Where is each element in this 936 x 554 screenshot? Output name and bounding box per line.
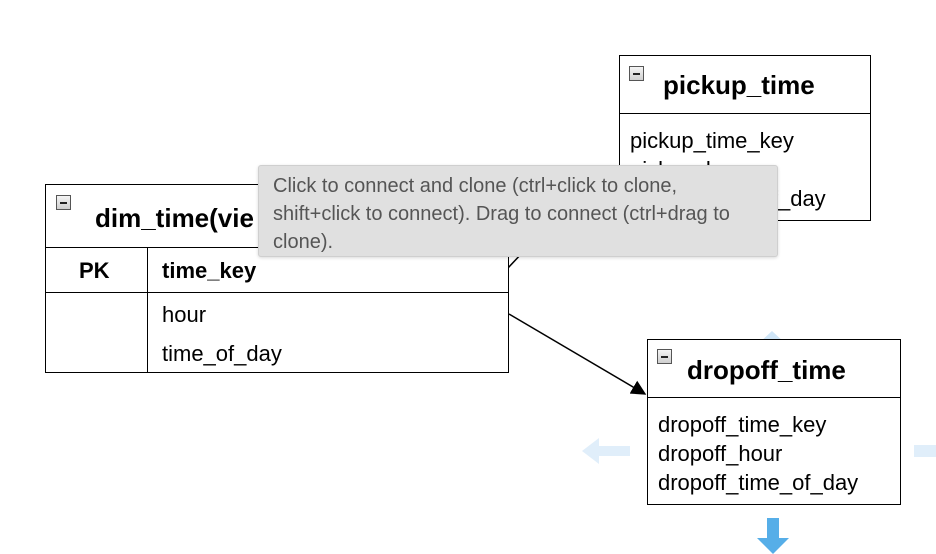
minus-square-icon[interactable]: [657, 349, 672, 364]
field-dropoff-hour: dropoff_hour: [658, 441, 783, 466]
connector-dim-to-dropoff[interactable]: [508, 313, 647, 395]
tooltip: Click to connect and clone (ctrl+click t…: [258, 165, 778, 257]
field-dropoff-time-of-day: dropoff_time_of_day: [658, 470, 859, 495]
arrow-down-icon[interactable]: [757, 518, 789, 554]
divider: [620, 113, 870, 114]
arrow-right-icon[interactable]: [914, 445, 936, 457]
minus-square-icon[interactable]: [56, 195, 71, 210]
entity-title: pickup_time: [663, 70, 815, 100]
field-time-of-day: time_of_day: [162, 341, 282, 366]
entity-dropoff-time[interactable]: dropoff_time dropoff_time_key dropoff_ho…: [647, 339, 901, 505]
arrow-left-icon[interactable]: [582, 438, 630, 464]
field-time-key: time_key: [162, 258, 257, 283]
divider: [648, 397, 900, 398]
entity-title: dropoff_time: [687, 355, 846, 385]
field-dropoff-time-key: dropoff_time_key: [658, 412, 827, 437]
pk-header: PK: [79, 258, 110, 283]
column-divider: [147, 247, 148, 372]
minus-square-icon[interactable]: [629, 66, 644, 81]
field-hour: hour: [162, 302, 207, 327]
entity-title: dim_time(vie: [95, 203, 254, 233]
entity-pickup-time[interactable]: pickup_time pickup_time_key pickup_hour …: [619, 55, 871, 221]
divider: [46, 292, 508, 293]
field-pickup-time-key: pickup_time_key: [630, 128, 794, 153]
